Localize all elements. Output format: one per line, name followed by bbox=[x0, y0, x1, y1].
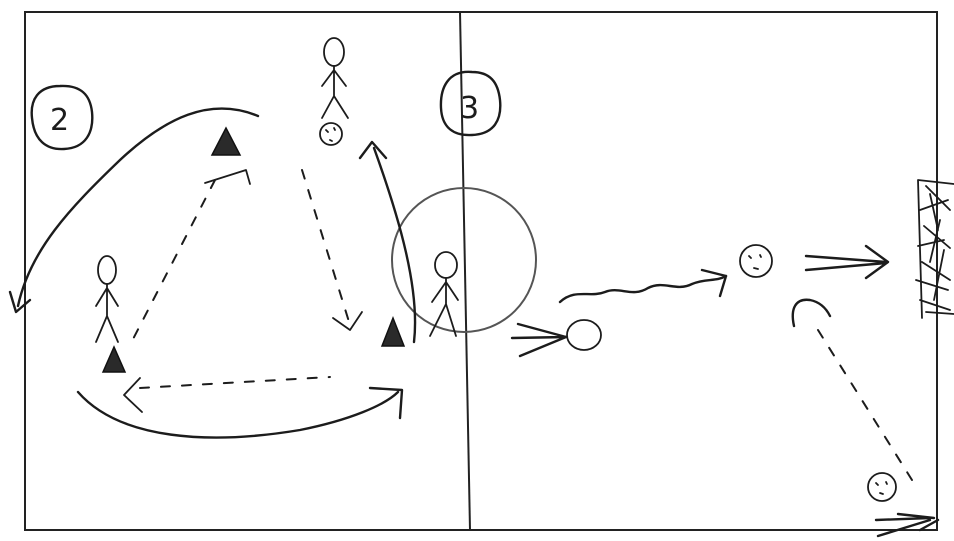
ball-pass-receiver bbox=[567, 320, 601, 350]
corner-arrow bbox=[876, 514, 938, 536]
return-arc bbox=[793, 300, 830, 326]
run-arrow-bottom bbox=[78, 392, 398, 438]
dribble-path bbox=[560, 276, 726, 302]
ball-corner bbox=[868, 473, 896, 501]
pass-triangle-left bbox=[130, 180, 215, 345]
ball-top bbox=[320, 123, 342, 145]
pass-triangle-bottom bbox=[140, 377, 330, 388]
station-2-marker: 2 bbox=[32, 86, 93, 149]
ball-shot bbox=[740, 245, 772, 277]
pitch-boundary bbox=[25, 12, 937, 530]
cone-top bbox=[212, 128, 240, 155]
pitch bbox=[25, 12, 937, 530]
approach-arrow bbox=[512, 324, 566, 356]
station-3-label: 3 bbox=[460, 91, 479, 126]
cone-right bbox=[382, 318, 404, 346]
goal-net bbox=[916, 180, 954, 318]
pass-triangle-right bbox=[302, 170, 350, 325]
station-3-marker: 3 bbox=[441, 72, 500, 135]
player-left bbox=[96, 256, 118, 342]
station-2-label: 2 bbox=[50, 103, 69, 138]
cone-left bbox=[103, 347, 125, 372]
return-dash bbox=[818, 330, 912, 480]
player-top bbox=[322, 38, 348, 118]
halfway-line bbox=[460, 12, 470, 530]
shot-arrow bbox=[806, 246, 888, 278]
player-center bbox=[430, 252, 458, 336]
